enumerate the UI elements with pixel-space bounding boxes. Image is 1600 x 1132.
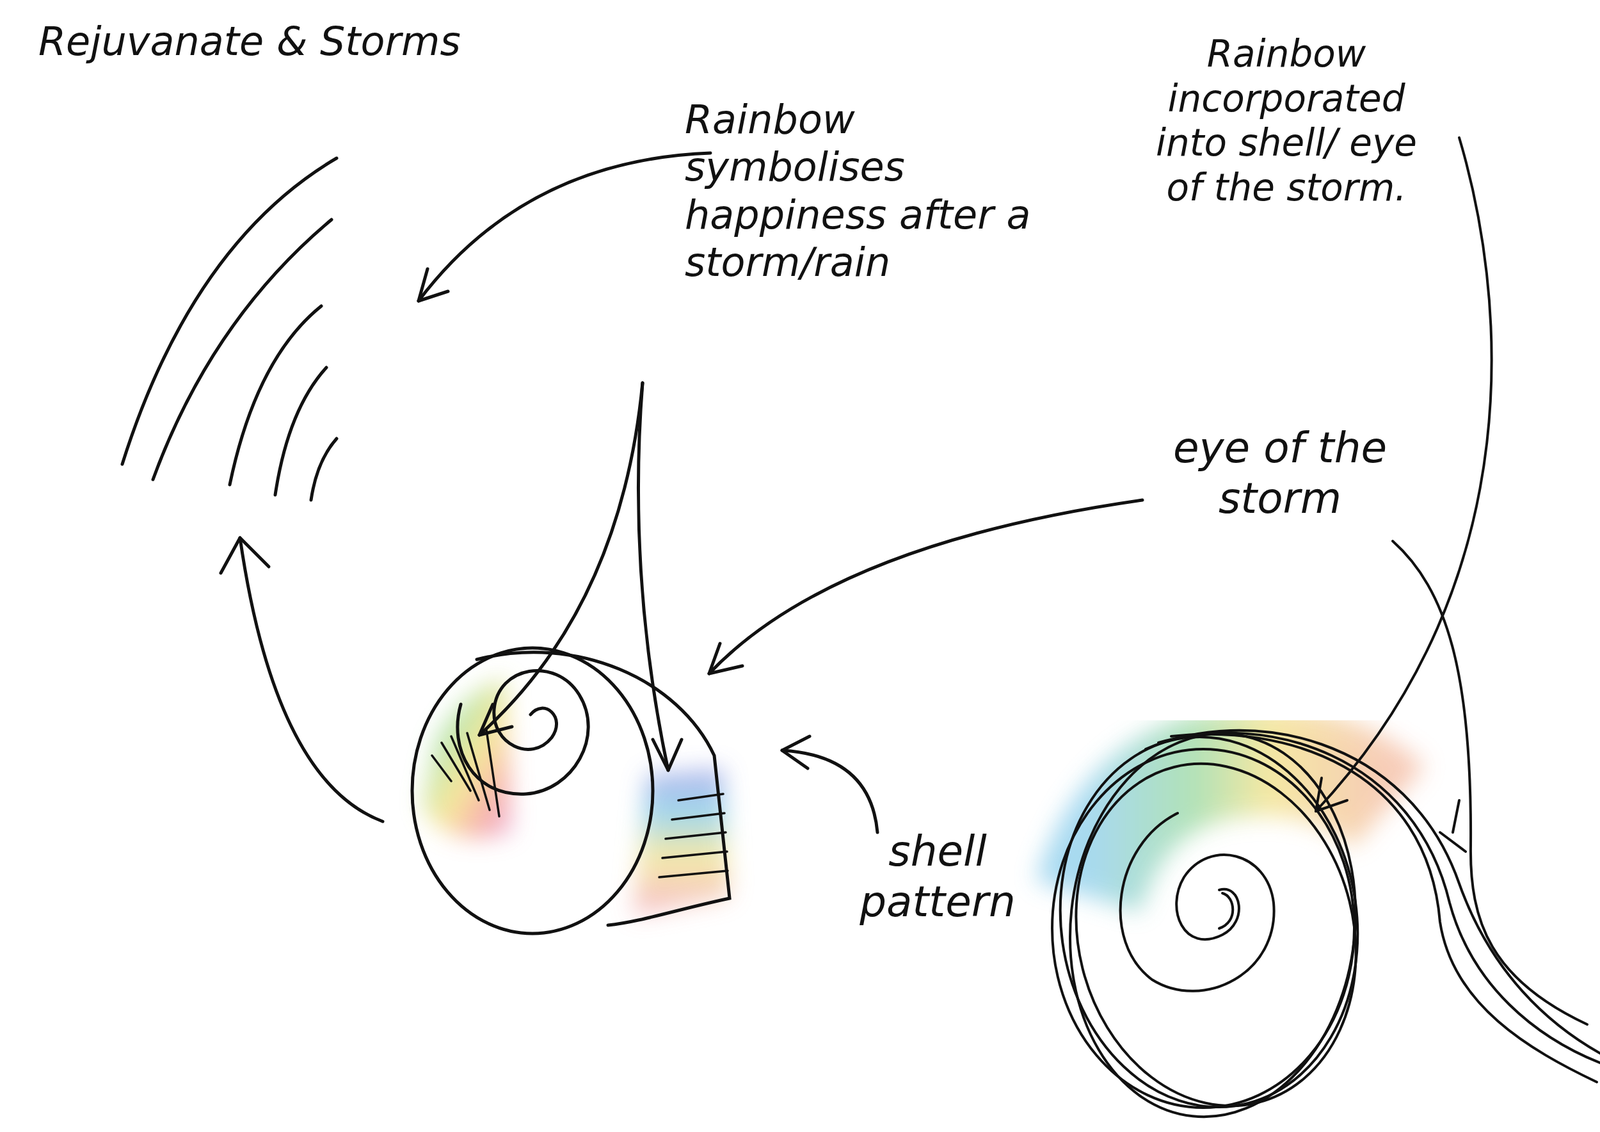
annotation-note: eye of the storm [1113,422,1447,524]
annotation-note: Rainbow symbolises happiness after a sto… [684,96,1069,287]
annotation-note: shell pattern [832,825,1044,927]
sketch-title: Rejuvanate & Storms [38,17,615,66]
annotation-note: Rainbow incorporated into shell/ eye of … [1132,32,1440,210]
